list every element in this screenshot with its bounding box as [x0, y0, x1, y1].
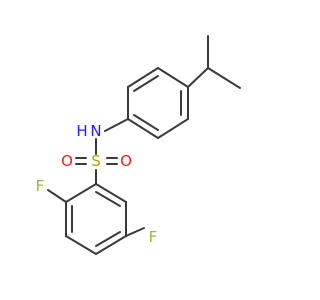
atom-fluorine-lower: F: [149, 228, 158, 246]
atom-fluorine-upper: F: [36, 177, 45, 195]
bond-double-inner: [133, 114, 159, 131]
bond: [95, 183, 127, 203]
bond: [127, 67, 159, 88]
bond: [65, 183, 97, 203]
bond: [125, 227, 145, 237]
bond: [104, 118, 129, 132]
atom-nitrogen: N: [90, 122, 101, 140]
bond-double-inner: [133, 75, 159, 92]
bond: [207, 67, 241, 89]
bond-double-inner: [95, 191, 121, 207]
bond: [47, 189, 67, 203]
atom-sulfur: S: [91, 152, 101, 170]
atom-oxygen-right: O: [120, 152, 132, 170]
bond: [127, 118, 159, 139]
bond: [157, 67, 189, 88]
bond: [187, 67, 209, 88]
atom-oxygen-left: O: [61, 152, 73, 170]
molecule-structure: N H S O O F F: [36, 35, 241, 255]
bond-double-inner: [95, 231, 121, 247]
bond: [157, 118, 189, 139]
bond: [95, 235, 127, 255]
bond: [65, 235, 97, 255]
atom-hydrogen: H: [76, 122, 87, 140]
